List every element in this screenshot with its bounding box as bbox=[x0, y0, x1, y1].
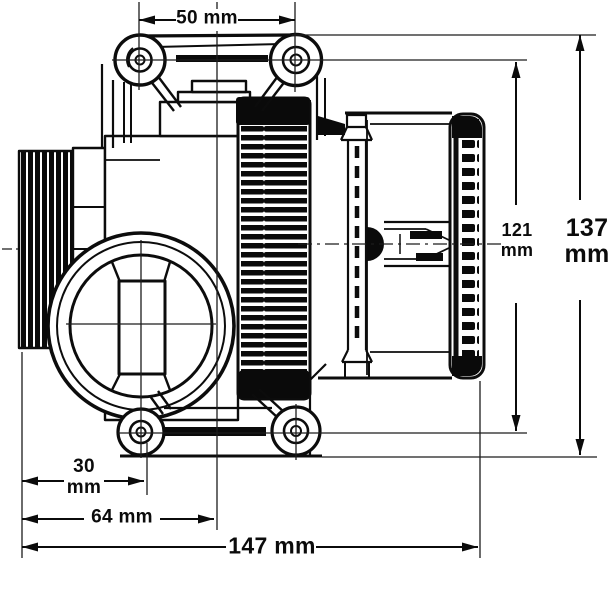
extension-lines bbox=[2, 2, 597, 558]
valve-body-group bbox=[17, 32, 486, 458]
knurled-end-cap bbox=[448, 112, 486, 380]
actuator-housing bbox=[309, 100, 453, 380]
dim-label-height-overall-value: 137 bbox=[565, 214, 609, 242]
dim-label-bottom-offset-value: 30 bbox=[73, 456, 95, 478]
dimension-lines bbox=[22, 15, 585, 552]
dim-label-height-overall-unit: mm bbox=[564, 240, 610, 268]
dim-label-bottom-offset: 30 mm bbox=[66, 456, 102, 499]
dim-label-top-width: 50 mm bbox=[176, 7, 238, 29]
dim-label-bottom-overall: 147 mm bbox=[228, 532, 316, 559]
ribbed-nut-band bbox=[236, 96, 312, 401]
threaded-connector bbox=[17, 149, 75, 350]
dim-label-bottom-mid: 64 mm bbox=[91, 506, 153, 528]
dim-label-height-overall: 137 mm bbox=[564, 215, 609, 267]
dim-label-bottom-offset-unit: mm bbox=[66, 477, 102, 498]
dim-label-height-inner-unit: mm bbox=[500, 240, 534, 260]
dim-label-height-inner-value: 121 bbox=[501, 220, 533, 241]
dim-label-height-inner: 121 mm bbox=[500, 220, 534, 261]
